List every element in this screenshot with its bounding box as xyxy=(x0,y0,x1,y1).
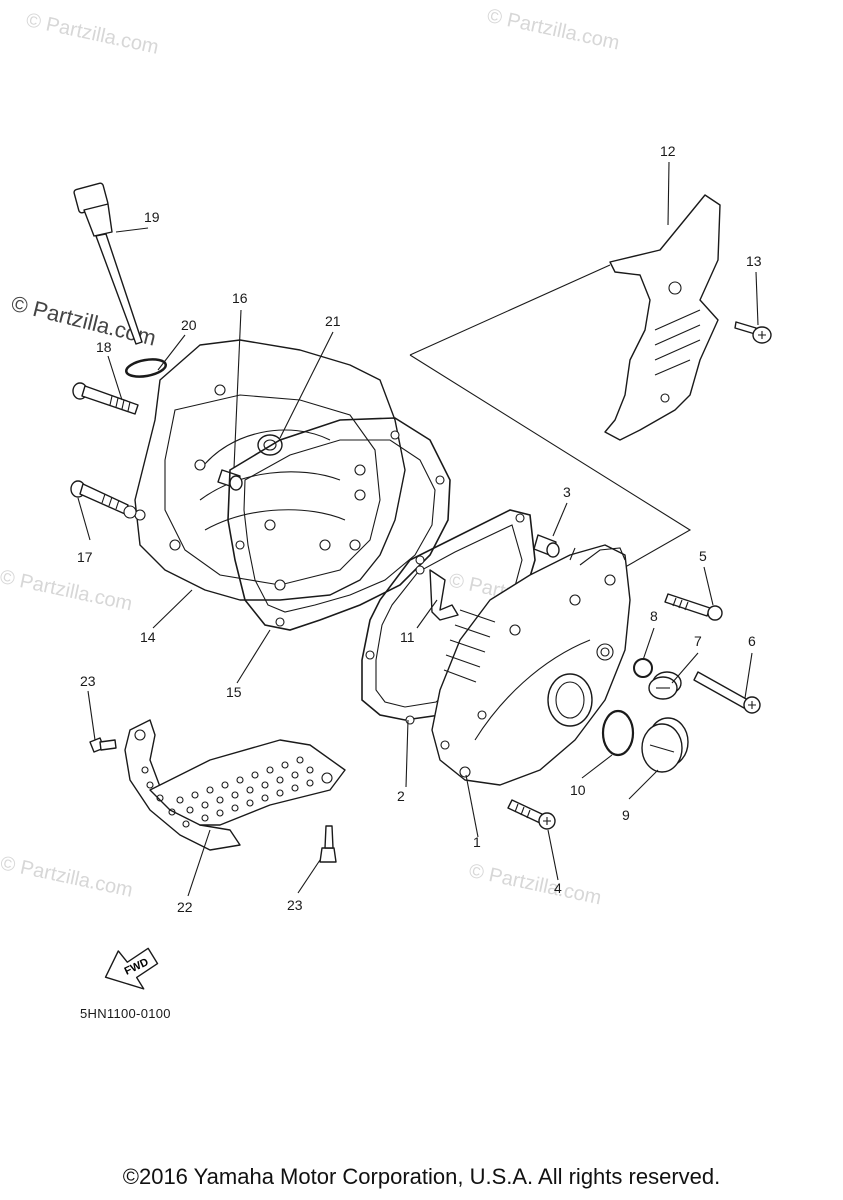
dowel-pin-16 xyxy=(217,469,243,491)
bolt-17 xyxy=(70,480,129,515)
callout-12: 12 xyxy=(660,143,676,159)
callout-4: 4 xyxy=(554,880,562,896)
reference-lines xyxy=(409,264,692,571)
callout-19: 19 xyxy=(144,209,160,225)
gasket-left xyxy=(227,417,451,631)
oil-seal-21 xyxy=(257,434,283,456)
bolt-23-lower xyxy=(319,825,337,863)
bolt-4 xyxy=(507,799,556,830)
screw-13 xyxy=(734,321,772,344)
o-ring-20 xyxy=(125,358,167,378)
crankcase-cover-right xyxy=(431,544,631,786)
crankcase-cover-left xyxy=(123,339,406,601)
watermark: © Partzilla.com xyxy=(24,9,160,59)
plug-7 xyxy=(648,671,682,700)
callout-15: 15 xyxy=(226,684,242,700)
dowel-pin-3 xyxy=(533,534,560,558)
bolt-5 xyxy=(664,593,723,621)
bolt-23-upper xyxy=(89,737,117,753)
skid-plate-perforations xyxy=(141,756,314,828)
callout-5: 5 xyxy=(699,548,707,564)
callout-3: 3 xyxy=(563,484,571,500)
callout-11: 11 xyxy=(400,629,415,645)
watermark: © Partzilla.com xyxy=(485,5,621,55)
watermark: © Partzilla.com xyxy=(0,566,134,616)
sprocket-cover xyxy=(604,194,721,441)
callout-23-upper: 23 xyxy=(80,673,96,689)
callout-22: 22 xyxy=(177,899,193,915)
callout-16: 16 xyxy=(232,290,248,306)
callout-13: 13 xyxy=(746,253,762,269)
callout-20: 20 xyxy=(181,317,197,333)
callout-17: 17 xyxy=(77,549,93,565)
callout-7: 7 xyxy=(694,633,702,649)
o-ring-10 xyxy=(601,709,635,757)
callout-1: 1 xyxy=(473,834,481,850)
callout-9: 9 xyxy=(622,807,630,823)
callout-18: 18 xyxy=(96,339,112,355)
callout-numbers: 1 2 3 4 5 6 7 8 9 10 11 12 13 14 15 16 1… xyxy=(77,143,762,915)
watermark: © Partzilla.com xyxy=(467,860,603,910)
cable-guide-11 xyxy=(429,569,459,621)
leader-lines xyxy=(77,161,759,897)
copyright-notice: ©2016 Yamaha Motor Corporation, U.S.A. A… xyxy=(122,1164,721,1189)
callout-14: 14 xyxy=(140,629,156,645)
callout-2: 2 xyxy=(397,788,405,804)
watermark: © Partzilla.com xyxy=(0,852,135,902)
plug-9 xyxy=(641,717,689,773)
callout-8: 8 xyxy=(650,608,658,624)
callout-21: 21 xyxy=(325,313,341,329)
diagram-code: 5HN1100-0100 xyxy=(80,1006,171,1021)
skid-plate xyxy=(124,719,346,851)
o-ring-8 xyxy=(633,658,653,678)
callout-6: 6 xyxy=(748,633,756,649)
bolt-6 xyxy=(693,671,761,714)
callout-10: 10 xyxy=(570,782,586,798)
forward-arrow-icon: FWD xyxy=(104,947,159,990)
bolt-18 xyxy=(72,382,139,415)
oil-dipstick xyxy=(73,182,143,345)
callout-23-lower: 23 xyxy=(287,897,303,913)
